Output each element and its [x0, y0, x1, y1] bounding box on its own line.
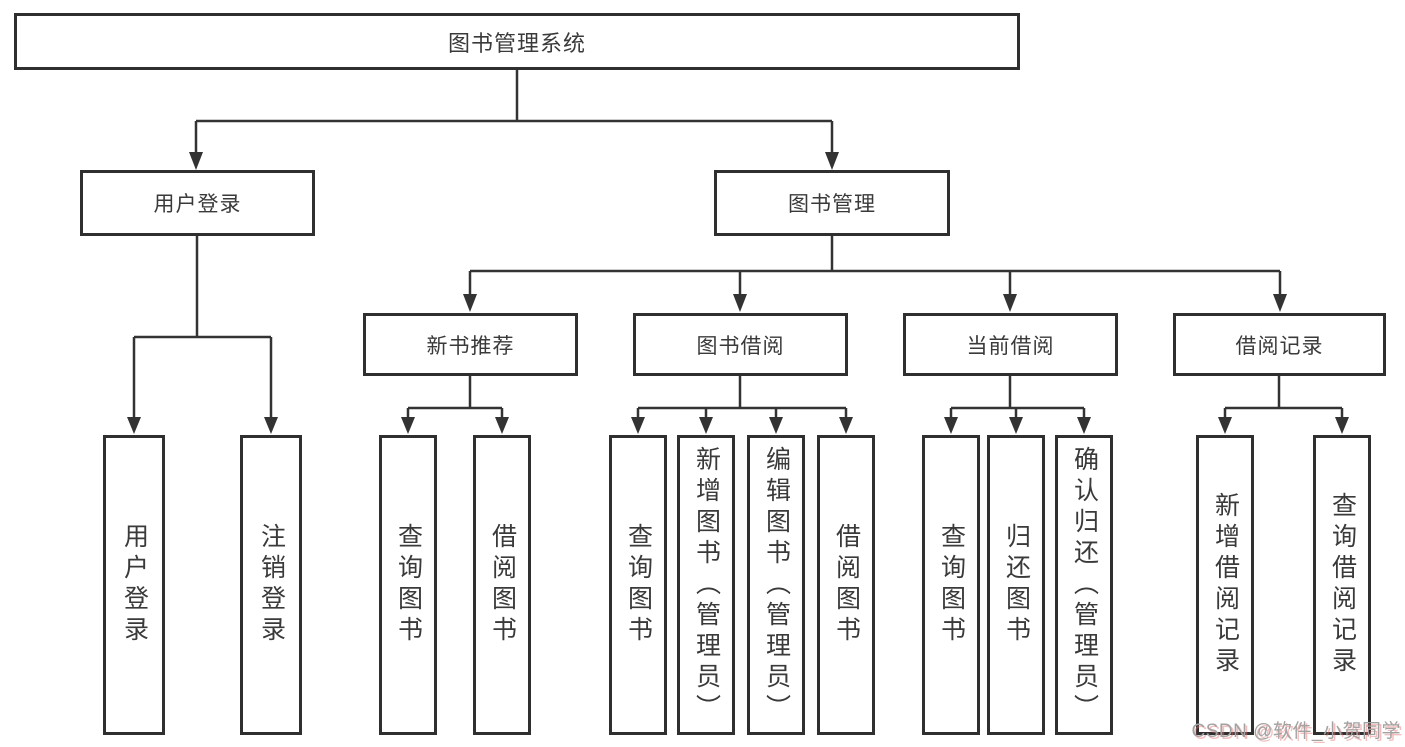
- leaf-current-return-books-label: 归还图书: [1002, 523, 1031, 647]
- leaf-borrowing-borrow-books: 借阅图书: [817, 435, 875, 735]
- leaf-borrowing-borrow-books-label: 借阅图书: [832, 523, 861, 647]
- node-book-borrowing-label: 图书借阅: [696, 334, 785, 358]
- leaf-borrowing-add-books-admin: 新增图书（管理员）: [677, 435, 735, 735]
- leaf-borrowing-edit-books-admin: 编辑图书（管理员）: [747, 435, 805, 735]
- node-borrow-records: 借阅记录: [1173, 313, 1386, 376]
- leaf-borrowing-query-books: 查询图书: [609, 435, 667, 735]
- node-new-book-recommend-label: 新书推荐: [426, 334, 515, 358]
- leaf-current-query-books-label: 查询图书: [937, 523, 966, 647]
- leaf-borrowing-add-books-admin-label: 新增图书（管理员）: [692, 445, 721, 725]
- node-current-borrowing-label: 当前借阅: [966, 334, 1055, 358]
- node-book-management: 图书管理: [714, 170, 950, 236]
- leaf-newbooks-query-books-label: 查询图书: [394, 523, 423, 647]
- leaf-user-login: 用户登录: [103, 435, 165, 735]
- leaf-records-add-record: 新增借阅记录: [1196, 435, 1254, 735]
- leaf-logout-label: 注销登录: [257, 523, 286, 647]
- leaf-newbooks-borrow-books-label: 借阅图书: [488, 523, 517, 647]
- leaf-user-login-label: 用户登录: [120, 523, 149, 647]
- node-root: 图书管理系统: [14, 13, 1020, 70]
- leaf-newbooks-query-books: 查询图书: [379, 435, 437, 735]
- node-book-borrowing: 图书借阅: [633, 313, 848, 376]
- node-borrow-records-label: 借阅记录: [1235, 334, 1324, 358]
- leaf-records-query-record: 查询借阅记录: [1313, 435, 1371, 735]
- leaf-current-return-books: 归还图书: [987, 435, 1045, 735]
- node-user-login: 用户登录: [80, 170, 315, 236]
- node-book-management-label: 图书管理: [788, 193, 876, 216]
- leaf-records-add-record-label: 新增借阅记录: [1211, 492, 1240, 678]
- node-root-label: 图书管理系统: [447, 30, 586, 56]
- leaf-current-query-books: 查询图书: [922, 435, 980, 735]
- node-new-book-recommend: 新书推荐: [363, 313, 578, 376]
- leaf-logout: 注销登录: [240, 435, 302, 735]
- leaf-current-confirm-return-admin-label: 确认归还（管理员）: [1070, 445, 1099, 725]
- leaf-current-confirm-return-admin: 确认归还（管理员）: [1055, 435, 1113, 735]
- leaf-borrowing-edit-books-admin-label: 编辑图书（管理员）: [762, 445, 791, 725]
- csdn-watermark: CSDN @软件_小贺同学: [1191, 721, 1401, 742]
- leaf-borrowing-query-books-label: 查询图书: [624, 523, 653, 647]
- node-user-login-label: 用户登录: [153, 193, 242, 216]
- leaf-records-query-record-label: 查询借阅记录: [1328, 492, 1357, 678]
- arrowheads: [127, 152, 1349, 434]
- leaf-newbooks-borrow-books: 借阅图书: [473, 435, 531, 735]
- node-current-borrowing: 当前借阅: [903, 313, 1118, 376]
